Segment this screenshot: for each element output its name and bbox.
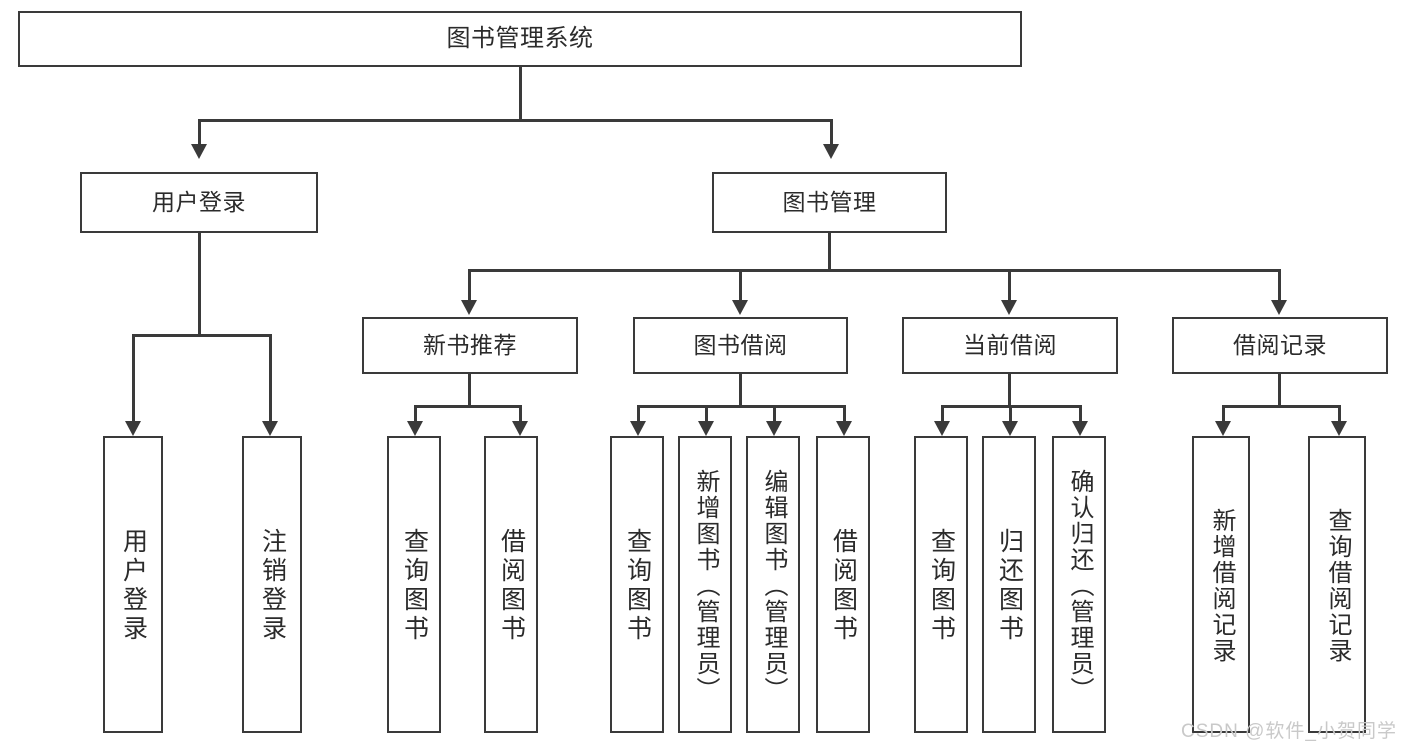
node-label: 用户登录: [152, 188, 246, 215]
node-label: 借阅图书: [497, 527, 526, 644]
leaf-query-record[interactable]: 查询借阅记录: [1308, 436, 1366, 733]
node-label: 新增借阅记录: [1208, 507, 1235, 664]
node-label: 图书管理: [782, 188, 877, 215]
arrowhead-leaf-add-book: [698, 421, 714, 436]
node-label: 归还图书: [995, 527, 1024, 644]
arrowhead-current-borrow: [1001, 300, 1017, 315]
connector-nbr-stem: [468, 374, 471, 407]
leaf-borrow-book-1[interactable]: 借阅图书: [484, 436, 538, 733]
arrowhead-leaf-query-book-3: [934, 421, 950, 436]
leaf-confirm-return[interactable]: 确认归还（管理员）: [1052, 436, 1106, 733]
connector-book-management-stem: [828, 233, 831, 271]
node-book-management[interactable]: 图书管理: [712, 172, 947, 233]
node-label: 查询图书: [400, 527, 429, 644]
leaf-return-book[interactable]: 归还图书: [982, 436, 1036, 733]
connector-nbr-drop-2: [519, 405, 522, 422]
node-label: 确认归还（管理员）: [1066, 468, 1093, 703]
connector-cb-drop-3: [1079, 405, 1082, 422]
connector-nbr-bus: [414, 405, 521, 408]
arrowhead-leaf-edit-book: [766, 421, 782, 436]
connector-root-bus-left-drop: [198, 119, 201, 145]
connector-user-login-stem: [198, 233, 201, 335]
arrowhead-new-book-recommend: [461, 300, 477, 315]
connector-br-drop-2: [1338, 405, 1341, 422]
leaf-add-record[interactable]: 新增借阅记录: [1192, 436, 1250, 733]
arrowhead-leaf-borrow-book-2: [836, 421, 852, 436]
connector-book-management-bus: [468, 269, 1280, 272]
arrowhead-leaf-add-record: [1215, 421, 1231, 436]
connector-user-login-drop-2: [269, 334, 272, 422]
connector-br-bus: [1222, 405, 1340, 408]
node-label: 编辑图书（管理员）: [760, 468, 787, 703]
connector-root-bus-right-drop: [830, 119, 833, 145]
arrowhead-leaf-confirm-return: [1072, 421, 1088, 436]
node-label: 用户登录: [119, 527, 148, 644]
node-label: 图书借阅: [693, 331, 788, 358]
leaf-edit-book[interactable]: 编辑图书（管理员）: [746, 436, 800, 733]
arrowhead-leaf-query-record: [1331, 421, 1347, 436]
node-borrow-record[interactable]: 借阅记录: [1172, 317, 1388, 374]
connector-user-login-drop-1: [132, 334, 135, 422]
leaf-query-book-1[interactable]: 查询图书: [387, 436, 441, 733]
connector-user-login-bus: [132, 334, 269, 337]
connector-br-stem: [1278, 374, 1281, 407]
arrowhead-borrow-record: [1271, 300, 1287, 315]
connector-bb-bus: [637, 405, 845, 408]
node-new-book-recommend[interactable]: 新书推荐: [362, 317, 578, 374]
node-label: 查询借阅记录: [1324, 507, 1351, 664]
node-label: 新增图书（管理员）: [692, 468, 719, 703]
leaf-query-book-3[interactable]: 查询图书: [914, 436, 968, 733]
leaf-user-login[interactable]: 用户登录: [103, 436, 163, 733]
node-label: 查询图书: [623, 527, 652, 644]
arrowhead-book-borrow: [732, 300, 748, 315]
connector-br-drop-1: [1222, 405, 1225, 422]
connector-cb-drop-1: [941, 405, 944, 422]
node-label: 借阅记录: [1233, 331, 1327, 358]
connector-root-bus: [198, 119, 832, 122]
connector-bb-drop-2: [705, 405, 708, 422]
node-label: 查询图书: [927, 527, 956, 644]
connector-bm-drop-4: [1278, 269, 1281, 301]
arrowhead-leaf-borrow-book-1: [512, 421, 528, 436]
connector-bm-drop-3: [1008, 269, 1011, 301]
connector-bb-drop-4: [843, 405, 846, 422]
node-label: 借阅图书: [829, 527, 858, 644]
connector-cb-stem: [1008, 374, 1011, 407]
node-current-borrow[interactable]: 当前借阅: [902, 317, 1118, 374]
connector-bb-drop-1: [637, 405, 640, 422]
connector-root-stem: [519, 67, 522, 120]
connector-bb-drop-3: [773, 405, 776, 422]
connector-bm-drop-1: [468, 269, 471, 301]
leaf-add-book[interactable]: 新增图书（管理员）: [678, 436, 732, 733]
arrowhead-leaf-return-book: [1002, 421, 1018, 436]
arrowhead-leaf-query-book-1: [407, 421, 423, 436]
connector-cb-drop-2: [1009, 405, 1012, 422]
node-user-login[interactable]: 用户登录: [80, 172, 318, 233]
node-book-borrow[interactable]: 图书借阅: [633, 317, 848, 374]
arrowhead-leaf-user-login: [125, 421, 141, 436]
node-label: 当前借阅: [963, 331, 1057, 358]
connector-bm-drop-2: [739, 269, 742, 301]
leaf-user-logout[interactable]: 注销登录: [242, 436, 302, 733]
csdn-watermark: CSDN @软件_小贺同学: [1181, 721, 1397, 742]
node-label: 注销登录: [258, 527, 287, 644]
leaf-query-book-2[interactable]: 查询图书: [610, 436, 664, 733]
node-root-book-management-system[interactable]: 图书管理系统: [18, 11, 1022, 67]
connector-bb-stem: [739, 374, 742, 407]
leaf-borrow-book-2[interactable]: 借阅图书: [816, 436, 870, 733]
node-label: 新书推荐: [423, 331, 517, 358]
arrowhead-leaf-query-book-2: [630, 421, 646, 436]
connector-nbr-drop-1: [414, 405, 417, 422]
arrowhead-to-user-login: [191, 144, 207, 159]
node-label: 图书管理系统: [446, 24, 594, 52]
arrowhead-to-book-management: [823, 144, 839, 159]
arrowhead-leaf-user-logout: [262, 421, 278, 436]
